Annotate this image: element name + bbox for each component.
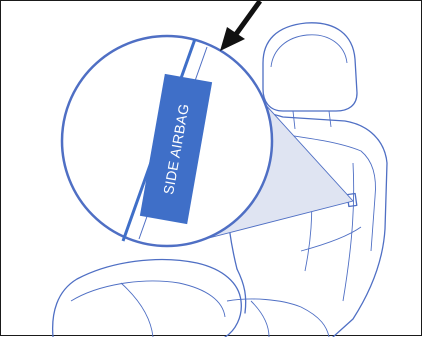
seat-cushion [51, 258, 330, 337]
side-airbag-panel: SIDE AIRBAG [139, 73, 213, 225]
headrest [262, 22, 358, 130]
pointer-arrow [220, 1, 263, 51]
